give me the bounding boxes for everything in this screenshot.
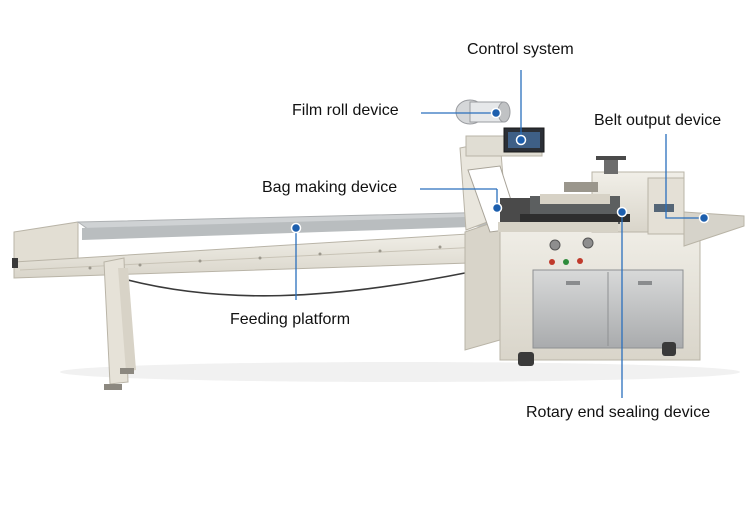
- bag-making-section: [455, 99, 630, 233]
- floor-shadow: [60, 362, 740, 382]
- leader-belt-output: [665, 134, 704, 219]
- dot-rotary-end-sealing: [616, 206, 628, 218]
- label-film-roll-device: Film roll device: [292, 102, 399, 119]
- label-bag-making-device: Bag making device: [262, 179, 398, 196]
- dot-film-roll: [490, 107, 502, 119]
- dot-belt-output: [698, 212, 710, 224]
- label-feeding-platform: Feeding platform: [230, 311, 351, 328]
- label-rotary-end-sealing-device: Rotary end sealing device: [526, 404, 711, 421]
- label-control-system: Control system: [467, 41, 574, 58]
- label-belt-output-device: Belt output device: [594, 112, 722, 129]
- main-cabinet: [464, 219, 701, 366]
- dot-feeding-platform: [290, 222, 302, 234]
- dot-bag-making: [491, 202, 503, 214]
- dot-control-system: [515, 134, 527, 146]
